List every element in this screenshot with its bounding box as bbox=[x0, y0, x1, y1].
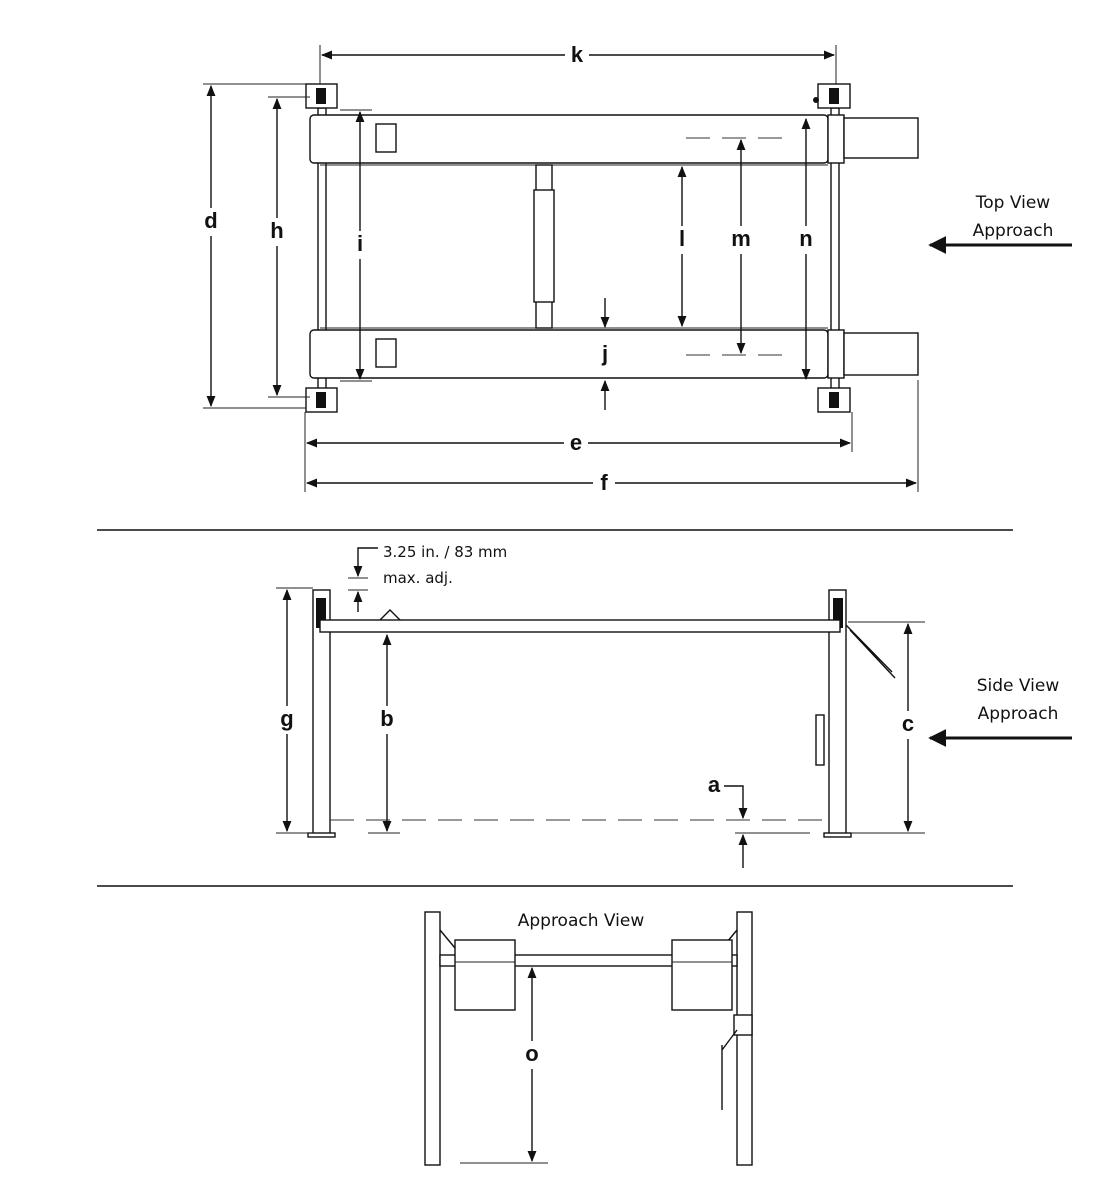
dimension-j: j bbox=[600, 298, 610, 410]
label-d: d bbox=[204, 208, 217, 233]
label-m: m bbox=[731, 226, 751, 251]
runway-plate-bottom bbox=[375, 338, 397, 368]
runway-bottom-extension bbox=[843, 332, 919, 376]
top-view-approach-line1: Top View bbox=[975, 193, 1051, 213]
approach-view-title: Approach View bbox=[518, 911, 645, 931]
dimension-g: g bbox=[276, 588, 298, 833]
label-e: e bbox=[570, 430, 582, 455]
dimension-f: f bbox=[305, 470, 918, 495]
dimension-k: k bbox=[320, 42, 836, 67]
dimension-b: b bbox=[376, 633, 398, 833]
dimension-l: l bbox=[672, 165, 692, 328]
runway-plate-top bbox=[375, 123, 397, 153]
approach-runway-left bbox=[454, 939, 516, 1011]
approach-post-left bbox=[424, 911, 441, 1166]
side-view-approach-line2: Approach bbox=[978, 704, 1059, 724]
dimension-h: h bbox=[266, 97, 288, 397]
adjustment-text: 3.25 in. / 83 mm bbox=[383, 543, 507, 561]
label-c: c bbox=[902, 711, 914, 736]
top-view-approach-line2: Approach bbox=[973, 221, 1054, 241]
runway-bottom-collar bbox=[827, 329, 845, 379]
dimension-e: e bbox=[305, 430, 852, 455]
post-rear-right bbox=[817, 387, 851, 413]
label-l: l bbox=[679, 226, 685, 251]
label-g: g bbox=[280, 706, 293, 731]
side-runway bbox=[319, 619, 841, 633]
side-view: 3.25 in. / 83 mm max. adj. g b c a Side … bbox=[276, 543, 1072, 868]
adjustment-callout: 3.25 in. / 83 mm max. adj. bbox=[353, 543, 507, 612]
side-view-approach: Side View Approach bbox=[928, 676, 1072, 747]
dimension-a: a bbox=[708, 772, 748, 868]
dimension-m: m bbox=[727, 138, 755, 355]
label-n: n bbox=[799, 226, 812, 251]
label-o: o bbox=[525, 1041, 538, 1066]
post-front-left bbox=[305, 83, 338, 109]
label-i: i bbox=[357, 231, 363, 256]
approach-view: Approach View o bbox=[424, 911, 753, 1166]
approach-post-right bbox=[736, 911, 753, 1166]
label-h: h bbox=[270, 218, 283, 243]
adjustment-subtext: max. adj. bbox=[383, 569, 453, 587]
approach-runway-right bbox=[671, 939, 733, 1011]
approach-crossbeam bbox=[439, 954, 738, 967]
top-view-approach: Top View Approach bbox=[928, 193, 1072, 254]
side-view-approach-line1: Side View bbox=[977, 676, 1060, 696]
dimension-o: o bbox=[521, 966, 543, 1163]
dimension-i: i bbox=[350, 110, 370, 381]
top-view: k d h i l m n bbox=[200, 42, 1072, 495]
dimension-d: d bbox=[200, 84, 222, 408]
label-f: f bbox=[600, 470, 608, 495]
label-k: k bbox=[571, 42, 584, 67]
label-b: b bbox=[380, 706, 393, 731]
runway-top-extension bbox=[843, 117, 919, 159]
label-a: a bbox=[708, 772, 721, 797]
label-j: j bbox=[601, 341, 608, 366]
post-rear-left bbox=[813, 83, 851, 109]
post-front-right bbox=[305, 387, 338, 413]
power-unit bbox=[815, 714, 825, 766]
runway-top-collar bbox=[827, 114, 845, 164]
dimension-n: n bbox=[794, 117, 818, 381]
dimension-c: c bbox=[897, 622, 919, 833]
approach-power-unit bbox=[733, 1014, 753, 1036]
